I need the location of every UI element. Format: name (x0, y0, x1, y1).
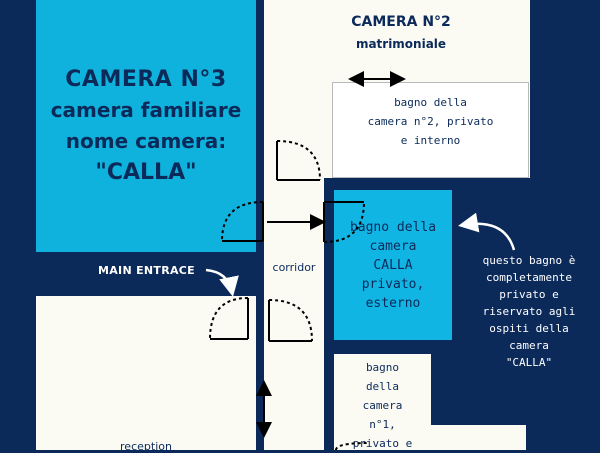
door-icon (209, 297, 249, 340)
camera3-type: camera familiare (50, 98, 242, 122)
note-line: riservato agli (482, 305, 576, 318)
note-line: ospiti della (489, 322, 569, 335)
bathroom-camera-1: bagno della camera n°1, privato e (334, 354, 431, 450)
bathroom-note: questo bagno è completamente privato e r… (466, 252, 592, 371)
door-icon (323, 201, 365, 243)
room-camera-3: CAMERA N°3 camera familiare nome camera:… (36, 0, 256, 252)
note-line: questo bagno è (482, 254, 576, 267)
camera2-subtitle: matrimoniale (355, 37, 447, 51)
bagno-calla-line: esterno (365, 295, 421, 311)
bagno2-line: bagno della (394, 96, 467, 109)
camera3-title: CAMERA N°3 (65, 67, 227, 92)
bagno1-line: della (365, 380, 400, 393)
corridor-label: corridor (272, 261, 316, 274)
bagno-calla-line: bagno della (349, 219, 437, 235)
main-entrance-label: MAIN ENTRACE (98, 264, 195, 277)
bathroom-calla: bagno della camera CALLA privato, estern… (334, 190, 452, 340)
bagno-calla-line: camera (369, 238, 417, 254)
note-line: camera (509, 339, 549, 352)
bagno1-line: camera (362, 399, 403, 412)
note-line: completamente (485, 271, 573, 284)
door-icon (276, 140, 321, 181)
bagno2-line: e interno (400, 134, 461, 147)
note-line: privato e (499, 288, 559, 301)
note-line: "CALLA" (505, 356, 553, 369)
bagno2-line: camera n°2, privato (367, 115, 494, 128)
door-icon (221, 201, 264, 242)
entrance-arrow-icon (205, 268, 239, 297)
bagno1-line: privato e (352, 437, 413, 450)
room-reception (36, 296, 256, 450)
room-bottom-right (430, 425, 526, 450)
bagno-calla-line: CALLA (373, 257, 413, 273)
camera3-name-label: nome camera: (65, 129, 227, 153)
camera2-title: CAMERA N°2 (351, 14, 451, 30)
door-icon (335, 442, 369, 450)
camera3-name: "CALLA" (95, 160, 197, 185)
note-arrow-icon (458, 212, 516, 251)
door-icon (268, 299, 313, 342)
bathroom-camera-2: bagno della camera n°2, privato e intern… (332, 82, 529, 178)
bagno1-line: n°1, (369, 418, 396, 431)
bagno1-line: bagno (365, 361, 400, 374)
bagno-calla-line: privato, (361, 276, 425, 292)
